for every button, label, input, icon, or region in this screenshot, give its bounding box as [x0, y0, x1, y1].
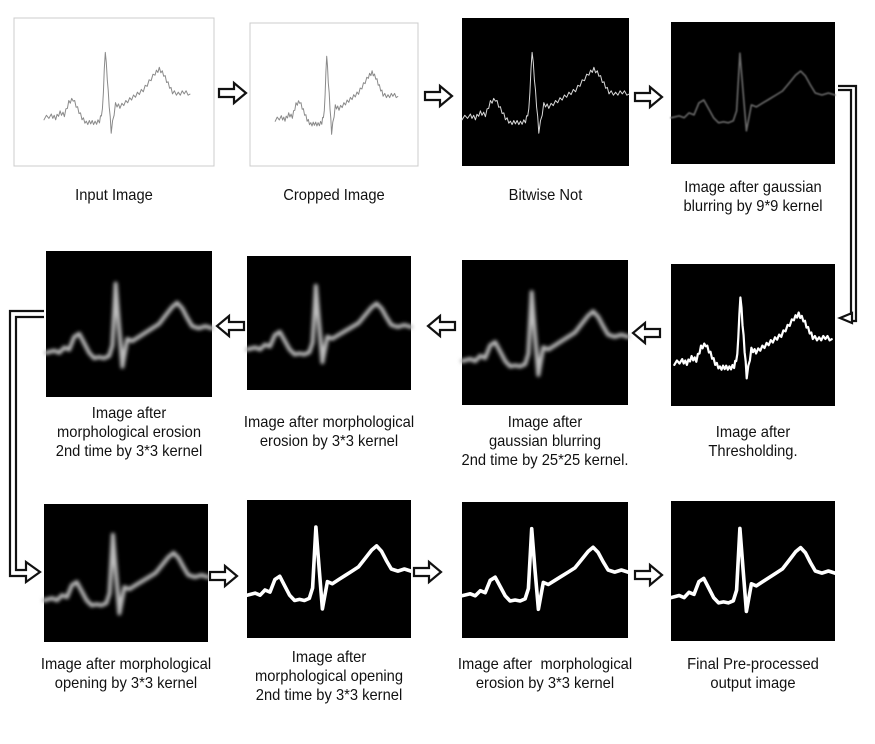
- panel-background: [13, 17, 215, 167]
- left-arrow-icon: [215, 313, 246, 339]
- panel-background: [46, 251, 212, 397]
- caption-line: Image after: [91, 405, 167, 422]
- ecg-waveform: [460, 290, 630, 377]
- ecg-waveform: [245, 283, 413, 365]
- step-image-2: [249, 22, 419, 167]
- step-caption-11: Image after morphological erosion by 3*3 …: [448, 655, 641, 693]
- caption-line: Image after morphological: [243, 414, 415, 431]
- ecg-waveform: [673, 296, 833, 380]
- caption-line: Image after morphological: [40, 656, 212, 673]
- panel-background: [671, 22, 835, 164]
- caption-line: Input Image: [75, 187, 153, 204]
- ecg-waveform: [43, 51, 191, 134]
- caption-line: blurring by 9*9 kernel: [683, 198, 823, 215]
- caption-line: Image after gaussian: [684, 179, 822, 196]
- connector-down-icon: [8, 309, 44, 585]
- ecg-waveform: [669, 526, 837, 614]
- step-caption-3: Bitwise Not: [469, 186, 623, 205]
- ecg-waveform: [460, 526, 630, 612]
- step-caption-2: Cropped Image: [257, 186, 412, 205]
- panel-background: [44, 504, 208, 642]
- right-arrow-icon: [423, 83, 454, 109]
- left-arrow-icon: [426, 313, 457, 339]
- ecg-waveform: [245, 525, 413, 611]
- caption-line: Bitwise Not: [508, 187, 583, 204]
- step-caption-1: Input Image: [22, 186, 206, 205]
- ecg-waveform: [461, 51, 630, 134]
- step-image-10: [245, 500, 413, 638]
- step-caption-6: Image after gaussian blurring 2nd time by …: [453, 413, 637, 470]
- right-arrow-icon: [633, 562, 664, 588]
- caption-line: 2nd time by 25*25 kernel.: [461, 452, 629, 469]
- step-image-12: [669, 501, 837, 641]
- panel-background: [462, 18, 629, 166]
- panel-background: [247, 256, 411, 390]
- caption-line: gaussian blurring: [488, 433, 602, 450]
- step-image-7: [245, 256, 413, 390]
- caption-line: opening by 3*3 kernel: [54, 675, 198, 692]
- step-image-8: [44, 251, 214, 397]
- step-caption-12: Final Pre-processed output image: [667, 655, 838, 693]
- step-image-6: [460, 260, 630, 405]
- panel-background: [462, 260, 628, 405]
- panel-background: [671, 501, 835, 641]
- panel-background: [249, 22, 419, 167]
- step-image-5: [671, 264, 835, 406]
- step-image-1: [13, 17, 215, 167]
- caption-line: Image after: [507, 414, 583, 431]
- step-image-11: [460, 502, 630, 638]
- ecg-waveform: [670, 52, 836, 132]
- caption-line: morphological opening: [254, 668, 404, 685]
- caption-line: Image after: [715, 424, 791, 441]
- connector-down-line: [838, 88, 853, 315]
- right-arrow-icon: [217, 80, 248, 106]
- ecg-waveform: [42, 532, 210, 616]
- step-image-9: [42, 504, 210, 642]
- step-caption-10: Image after morphological opening 2nd time…: [238, 648, 420, 705]
- right-arrow-icon: [208, 563, 239, 589]
- connector-down-icon: [837, 84, 858, 325]
- caption-line: output image: [710, 675, 796, 692]
- panel-background: [247, 500, 411, 638]
- caption-line: Image after morphological: [457, 656, 633, 673]
- caption-line: 2nd time by 3*3 kernel: [55, 443, 203, 460]
- caption-line: erosion by 3*3 kernel: [475, 675, 615, 692]
- step-caption-4: Image after gaussian blurring by 9*9 kern…: [667, 178, 838, 216]
- left-arrow-icon: [631, 320, 662, 346]
- step-caption-7: Image after morphological erosion by 3*3 …: [233, 413, 424, 451]
- caption-line: Cropped Image: [283, 187, 385, 204]
- step-image-3: [461, 18, 630, 166]
- caption-line: Image after: [291, 649, 367, 666]
- right-arrow-icon: [412, 559, 443, 585]
- caption-line: morphological erosion: [56, 424, 202, 441]
- caption-line: 2nd time by 3*3 kernel: [255, 687, 403, 704]
- panel-background: [671, 264, 835, 406]
- step-image-4: [670, 22, 836, 164]
- ecg-waveform: [274, 55, 399, 135]
- caption-line: Final Pre-processed: [687, 656, 819, 673]
- step-caption-8: Image after morphological erosion 2nd time…: [38, 404, 220, 461]
- right-arrow-icon: [633, 84, 664, 110]
- caption-line: erosion by 3*3 kernel: [259, 433, 399, 450]
- panel-background: [462, 502, 628, 638]
- caption-line: Thresholding.: [708, 443, 798, 460]
- step-caption-9: Image after morphological opening by 3*3 …: [19, 655, 232, 693]
- ecg-waveform: [44, 281, 214, 369]
